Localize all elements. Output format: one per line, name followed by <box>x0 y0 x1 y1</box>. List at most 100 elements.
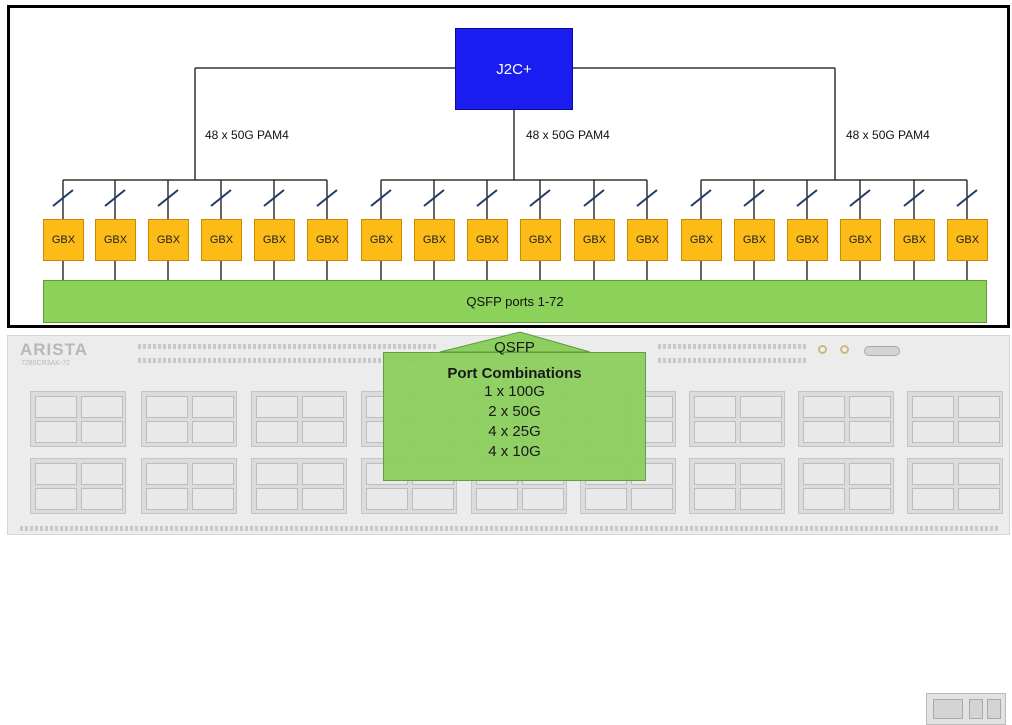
qsfp-port-slot <box>81 396 123 418</box>
status-led-icon <box>818 345 827 354</box>
model-label: 7280CR3AK-72 <box>21 360 71 367</box>
qsfp-port-slot <box>146 396 188 418</box>
qsfp-port-slot <box>302 421 344 443</box>
qsfp-port-slot <box>803 488 845 510</box>
qsfp-port-slot <box>35 488 77 510</box>
asic-block: J2C+ <box>455 28 573 110</box>
qsfp-port-slot <box>912 463 954 485</box>
qsfp-port-slot <box>912 396 954 418</box>
qsfp-port-slot <box>849 463 891 485</box>
gearbox-chip: GBX <box>627 219 668 261</box>
qsfp-port-slot <box>35 463 77 485</box>
qsfp-port-slot <box>958 396 1000 418</box>
gearbox-chip: GBX <box>574 219 615 261</box>
qsfp-cage <box>907 458 1003 514</box>
qsfp-cage <box>689 458 785 514</box>
qsfp-port-slot <box>192 488 234 510</box>
qsfp-port-slot <box>256 396 298 418</box>
port-combination: 4 x 25G <box>488 423 541 440</box>
qsfp-port-slot <box>631 488 673 510</box>
qsfp-port-slot <box>81 421 123 443</box>
qsfp-cage <box>30 458 126 514</box>
lane-bundle-marker <box>104 189 126 207</box>
vent-strip <box>658 344 808 349</box>
lane-bundle-marker <box>263 189 285 207</box>
qsfp-port-slot <box>958 463 1000 485</box>
gearbox-chip: GBX <box>787 219 828 261</box>
qsfp-port-slot <box>958 488 1000 510</box>
qsfp-port-slot <box>694 421 736 443</box>
port-combinations-callout: QSFP Port Combinations 1 x 100G 2 x 50G … <box>383 339 646 481</box>
qsfp-port-slot <box>412 488 454 510</box>
qsfp-port-slot <box>803 396 845 418</box>
qsfp-cage <box>798 458 894 514</box>
serial-port <box>864 346 900 356</box>
qsfp-port-slot <box>146 488 188 510</box>
vent-strip <box>658 358 808 363</box>
qsfp-port-label: QSFP ports 1-72 <box>466 294 564 309</box>
gearbox-chip: GBX <box>201 219 242 261</box>
lane-bundle-marker <box>796 189 818 207</box>
qsfp-port-slot <box>694 396 736 418</box>
qsfp-port-slot <box>256 421 298 443</box>
qsfp-port-slot <box>803 463 845 485</box>
qsfp-port-slot <box>302 396 344 418</box>
connection-lines <box>52 67 978 280</box>
lane-bundle-marker <box>636 189 658 207</box>
lane-bundle-marker <box>903 189 925 207</box>
gearbox-chip: GBX <box>947 219 988 261</box>
gearbox-chip: GBX <box>43 219 84 261</box>
gearbox-chip: GBX <box>148 219 189 261</box>
qsfp-port-slot <box>912 421 954 443</box>
management-ports <box>926 693 1006 725</box>
qsfp-cage <box>141 458 237 514</box>
qsfp-port-slot <box>740 396 782 418</box>
port-combination: 2 x 50G <box>488 403 541 420</box>
qsfp-port-slot <box>740 488 782 510</box>
qsfp-port-slot <box>146 463 188 485</box>
qsfp-port-slot <box>256 463 298 485</box>
gearbox-chip: GBX <box>414 219 455 261</box>
qsfp-cage <box>141 391 237 447</box>
usb-port <box>969 699 983 719</box>
console-port <box>987 699 1001 719</box>
gearbox-chip: GBX <box>95 219 136 261</box>
gearbox-chip: GBX <box>520 219 561 261</box>
qsfp-port-slot <box>476 488 518 510</box>
qsfp-port-bar: QSFP ports 1-72 <box>43 280 987 323</box>
lane-bundle-marker <box>52 189 74 207</box>
qsfp-port-slot <box>302 463 344 485</box>
qsfp-port-slot <box>694 488 736 510</box>
vent-strip <box>138 344 438 349</box>
lane-bundle-marker <box>316 189 338 207</box>
gearbox-chip: GBX <box>894 219 935 261</box>
qsfp-port-slot <box>81 463 123 485</box>
lane-bundle-marker <box>210 189 232 207</box>
qsfp-port-slot <box>694 463 736 485</box>
qsfp-cage <box>251 391 347 447</box>
qsfp-port-slot <box>256 488 298 510</box>
gearbox-chip: GBX <box>307 219 348 261</box>
qsfp-cage <box>907 391 1003 447</box>
qsfp-port-slot <box>192 396 234 418</box>
qsfp-port-slot <box>35 421 77 443</box>
qsfp-port-slot <box>146 421 188 443</box>
qsfp-cage <box>689 391 785 447</box>
qsfp-port-slot <box>849 421 891 443</box>
qsfp-port-slot <box>192 421 234 443</box>
lane-bundle-marker <box>956 189 978 207</box>
gearbox-chip: GBX <box>254 219 295 261</box>
vendor-logo: ARISTA <box>20 340 89 359</box>
qsfp-port-slot <box>35 396 77 418</box>
gearbox-chip: GBX <box>734 219 775 261</box>
qsfp-port-slot <box>740 421 782 443</box>
qsfp-cage <box>30 391 126 447</box>
qsfp-port-slot <box>192 463 234 485</box>
management-port <box>933 699 963 719</box>
qsfp-port-slot <box>849 396 891 418</box>
qsfp-port-slot <box>81 488 123 510</box>
qsfp-port-slot <box>803 421 845 443</box>
qsfp-port-slot <box>366 488 408 510</box>
diagram-stage: ARISTA 7280CR3AK-72 J2C+ 48 x 50G PAM4 4… <box>7 5 1010 725</box>
gearbox-chip: GBX <box>467 219 508 261</box>
